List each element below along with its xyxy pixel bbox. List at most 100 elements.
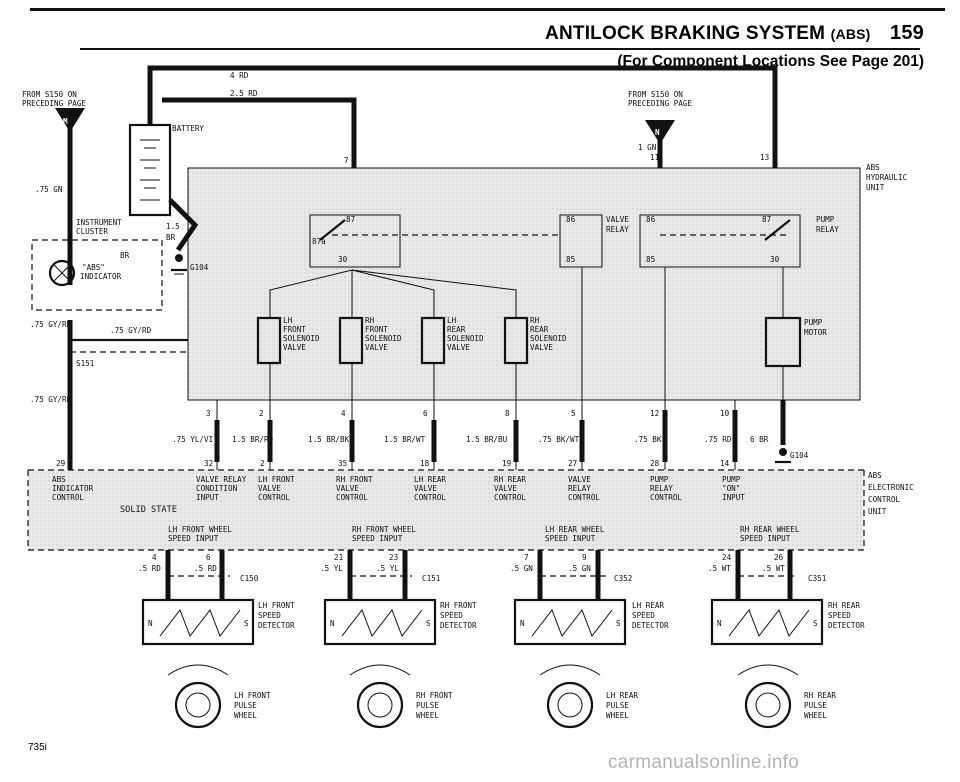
label-ecu-4: UNIT	[868, 507, 887, 516]
label-g104-left: G104	[190, 263, 209, 272]
wire-mid-3: 1.5 BR/BK	[308, 435, 350, 444]
pin-ecu-29: 29	[56, 459, 66, 468]
pulse-lhr-2: PULSE	[606, 701, 629, 710]
ecu-c3-3: CONTROL	[258, 493, 290, 502]
shield-c151: C151	[422, 574, 441, 583]
detector-rhr-1: RH REAR	[828, 601, 860, 610]
sensor-pin-9: 9	[582, 553, 587, 562]
pin-ecu-19: 19	[502, 459, 512, 468]
speed-detector-rh-front	[323, 598, 437, 646]
detector-rhr-2: SPEED	[828, 611, 851, 620]
page-header: ANTILOCK BRAKING SYSTEM (ABS) 159	[545, 22, 924, 45]
label-hydraulic-1: ABS	[866, 163, 880, 172]
label-sol-lhf-3: SOLENOID	[283, 334, 320, 343]
pole-s-4: S	[813, 619, 818, 628]
ecu-c7-3: CONTROL	[568, 493, 600, 502]
speed-input-rhf-2: SPEED INPUT	[352, 534, 403, 543]
ecu-c7-2: RELAY	[568, 484, 591, 493]
label-pump-motor-1: PUMP	[804, 318, 823, 327]
pin-mid-10: 10	[720, 409, 730, 418]
pulse-lhf-1: LH FRONT	[234, 691, 271, 700]
relay-pin-87a: 87a	[312, 237, 326, 246]
sensor-pin-24: 24	[722, 553, 732, 562]
sensor-wire-1: .5 RD	[138, 564, 161, 573]
label-from-s150-left-2: PRECEDING PAGE	[22, 99, 86, 108]
ecu-c1-1: ABS	[52, 475, 66, 484]
pole-s-3: S	[616, 619, 621, 628]
pin-top-7: 7	[344, 156, 349, 165]
sensor-pin-4: 4	[152, 553, 157, 562]
ecu-c3-2: VALVE	[258, 484, 281, 493]
pin-mid-6: 6	[423, 409, 428, 418]
relay-pin-85b: 85	[646, 255, 655, 264]
ecu-c4-1: RH FRONT	[336, 475, 373, 484]
pulse-lhr-3: WHEEL	[606, 711, 629, 720]
solenoid-rh-front	[338, 316, 364, 365]
ecu-c8-2: RELAY	[650, 484, 673, 493]
pulse-rhr-1: RH REAR	[804, 691, 836, 700]
ecu-c5-3: CONTROL	[414, 493, 446, 502]
label-wire-75gyrd-a: .75 GY/RD	[30, 320, 72, 329]
relay-pin-87: 87	[346, 215, 355, 224]
pulse-lhr-1: LH REAR	[606, 691, 638, 700]
pole-n-4: N	[717, 619, 722, 628]
solenoid-lh-front	[256, 316, 282, 365]
label-instrument: INSTRUMENT	[76, 218, 122, 227]
ecu-c7-1: VALVE	[568, 475, 591, 484]
label-ecu-3: CONTROL	[868, 495, 900, 504]
pulse-wheel-rh-front-icon	[349, 664, 411, 729]
sensor-wire-2: .5 RD	[194, 564, 217, 573]
pulse-rhf-3: WHEEL	[416, 711, 439, 720]
detector-lhf-3: DETECTOR	[258, 621, 295, 630]
label-pump-motor-2: MOTOR	[804, 328, 827, 337]
valve-relay-coil	[559, 214, 603, 268]
pulse-rhr-3: WHEEL	[804, 711, 827, 720]
label-wire-75gyrd-b: .75 GY/RD	[110, 326, 152, 335]
pin-mid-2: 2	[259, 409, 264, 418]
label-br: BR	[120, 251, 130, 260]
label-wire-75gyrd-c: .75 GY/RD	[30, 395, 72, 404]
speed-input-lhf-2: SPEED INPUT	[168, 534, 219, 543]
pin-ecu-2: 2	[260, 459, 265, 468]
sensor-pin-6: 6	[206, 553, 211, 562]
connector-m-icon	[55, 108, 85, 132]
battery-symbol	[128, 123, 172, 217]
label-wire-4rd: 4 RD	[230, 71, 249, 80]
label-valve-relay-1: VALVE	[606, 215, 629, 224]
label-sol-rhf-1: RH	[365, 316, 375, 325]
pump-relay	[639, 214, 801, 268]
pin-ecu-14: 14	[720, 459, 730, 468]
ecu-c2-2: CONDITION	[196, 484, 238, 493]
speed-input-rhr-2: SPEED INPUT	[740, 534, 791, 543]
ecu-c5-1: LH REAR	[414, 475, 446, 484]
label-sol-lhf-1: LH	[283, 316, 293, 325]
ecu-c4-2: VALVE	[336, 484, 359, 493]
label-sol-rhr-4: VALVE	[530, 343, 553, 352]
ecu-c1-2: INDICATOR	[52, 484, 94, 493]
label-from-s150-right-2: PRECEDING PAGE	[628, 99, 692, 108]
speed-detector-lh-front	[141, 598, 255, 646]
ecu-c2-1: VALVE RELAY	[196, 475, 247, 484]
label-sol-rhf-3: SOLENOID	[365, 334, 402, 343]
ecu-box	[28, 470, 864, 550]
label-indicator: INDICATOR	[80, 272, 122, 281]
pin-mid-12: 12	[650, 409, 659, 418]
detector-lhr-2: SPEED	[632, 611, 655, 620]
detector-lhf-2: SPEED	[258, 611, 281, 620]
abs-indicator-lamp-icon	[48, 259, 76, 287]
label-sol-lhr-1: LH	[447, 316, 457, 325]
instrument-cluster-box	[31, 239, 163, 311]
pulse-wheel-lh-front-icon	[167, 664, 229, 729]
wire-mid-7: .75 BK	[634, 435, 662, 444]
sensor-wire-8: .5 WT	[762, 564, 785, 573]
label-sol-rhr-3: SOLENOID	[530, 334, 567, 343]
label-solid-state: SOLID STATE	[120, 505, 177, 515]
pin-top-11: 11	[650, 153, 660, 162]
sensor-pin-7: 7	[524, 553, 529, 562]
label-g104-right: G104	[790, 451, 809, 460]
pin-mid-3: 3	[206, 409, 211, 418]
solenoid-lh-rear	[420, 316, 446, 365]
label-wire-25rd: 2.5 RD	[230, 89, 258, 98]
pulse-lhf-3: WHEEL	[234, 711, 257, 720]
shield-c150: C150	[240, 574, 259, 583]
